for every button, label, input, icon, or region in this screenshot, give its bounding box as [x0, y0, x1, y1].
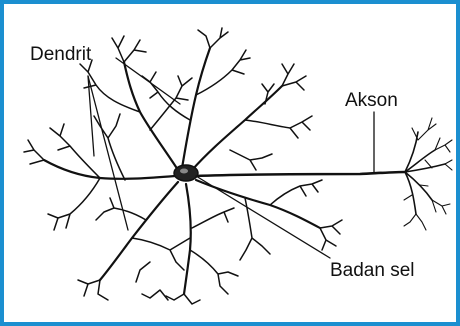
- label-badan-sel: Badan sel: [330, 260, 415, 281]
- dendrit-pointer-upper: [116, 58, 180, 104]
- label-akson: Akson: [345, 90, 398, 111]
- cell-body: [174, 165, 198, 181]
- label-dendrit: Dendrit: [30, 44, 92, 65]
- badan-sel-pointer: [196, 176, 330, 258]
- axon: [195, 118, 452, 230]
